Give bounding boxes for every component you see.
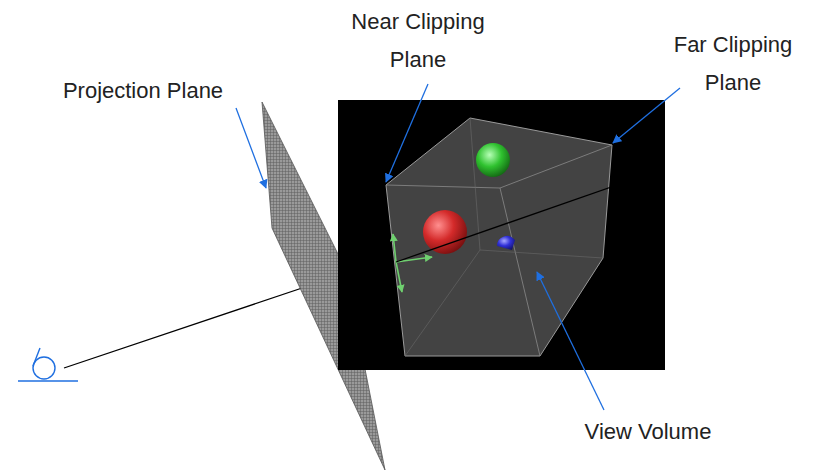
sight-line <box>64 282 320 368</box>
eye-symbol <box>18 348 78 381</box>
blue-sphere <box>497 236 515 250</box>
plane-label: Far Clipping Plane <box>652 26 814 102</box>
view-volume <box>386 118 612 356</box>
red-sphere <box>423 210 467 254</box>
leader-lines <box>236 84 680 410</box>
volume-label: View Volume <box>548 413 748 451</box>
axes <box>393 234 432 292</box>
plane-label: Projection Plane <box>38 72 248 110</box>
green-sphere <box>476 143 510 177</box>
plane-label: Near Clipping Plane <box>330 3 506 79</box>
view-direction-arrow <box>396 170 660 262</box>
